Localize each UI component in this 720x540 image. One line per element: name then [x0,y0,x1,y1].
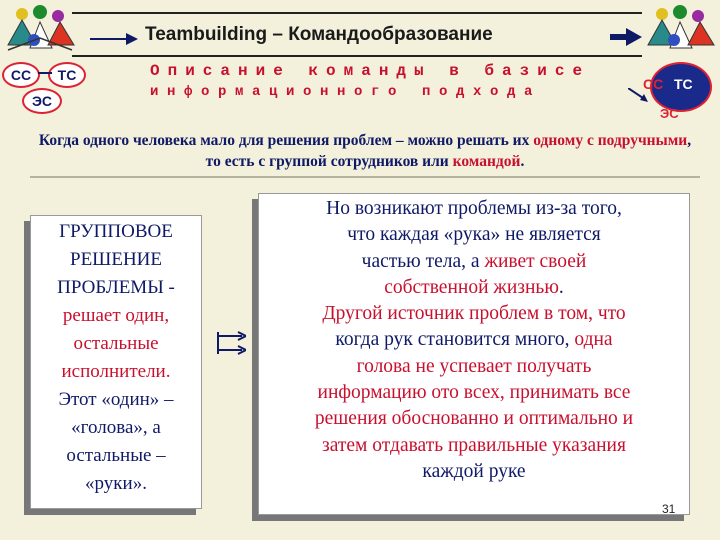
left-box-line: остальные [73,333,159,354]
logo-right-cc: СС [643,76,664,92]
logo-right-ec: ЭС [660,106,679,121]
group-decision-box: ГРУППОВОЕ РЕШЕНИЕ ПРОБЛЕМЫ - решает один… [30,215,202,509]
right-box-line: затем отдавать правильные указания [322,434,626,456]
right-box-line: информацию ото всех, принимать все [317,382,631,404]
right-box-line: что каждая «рука» не является [347,224,601,246]
header-rule-bottom [72,55,642,57]
left-box-line: остальные – [66,445,166,466]
right-box-line: Но возникают проблемы из-за того, [326,198,622,219]
right-box-line: частью тела, а живет своей [361,250,587,272]
logo-right-circle [650,62,712,112]
intro-text: Когда одного человека мало для решения п… [38,132,692,170]
team-people-icon-right [647,5,715,49]
left-box-line: РЕШЕНИЕ [70,249,162,270]
right-box-line: решения обоснованно и оптимально и [314,408,634,430]
right-box-line: Другой источник проблем в том, что [322,303,626,325]
left-box-line: «руки». [85,473,147,494]
double-arrow-icon [217,331,246,355]
subtitle-line-1: Описание команды в базисе [150,62,591,80]
subtitle-line-2: информационного подхода [150,84,542,100]
page-title: Teambuilding – Командообразование [145,24,493,45]
left-box-line: решает один, [62,305,170,326]
arrow-small-icon-right [628,88,648,102]
arrow-right-icon-header-left [90,33,138,45]
intro-divider [30,176,700,178]
left-box-line: «голова», а [71,417,161,438]
logo-left-cc: СС [2,62,40,88]
team-people-icon-left [7,5,75,51]
arrow-right-icon-header-right [610,28,642,46]
left-box-line: ГРУППОВОЕ [59,221,173,242]
right-box-line: каждой руке [422,460,526,482]
problems-explanation-box: Но возникают проблемы из-за того, что ка… [258,193,690,515]
left-box-line: исполнители. [61,361,171,382]
logo-right-tc: ТС [674,76,693,92]
right-box-line: когда рук становится много, одна [335,329,613,351]
page-number: 31 [662,502,676,516]
left-box-line: Этот «один» – [58,389,174,410]
right-box-line: собственной жизнью. [384,276,564,298]
header-rule-top [72,12,642,14]
arrow-small-icon-left [38,72,52,74]
left-box-line: ПРОБЛЕМЫ - [57,277,175,298]
logo-left-ec: ЭС [22,88,62,114]
logo-left-tc: ТС [48,62,86,88]
right-box-line: голова не успевает получать [356,355,592,377]
